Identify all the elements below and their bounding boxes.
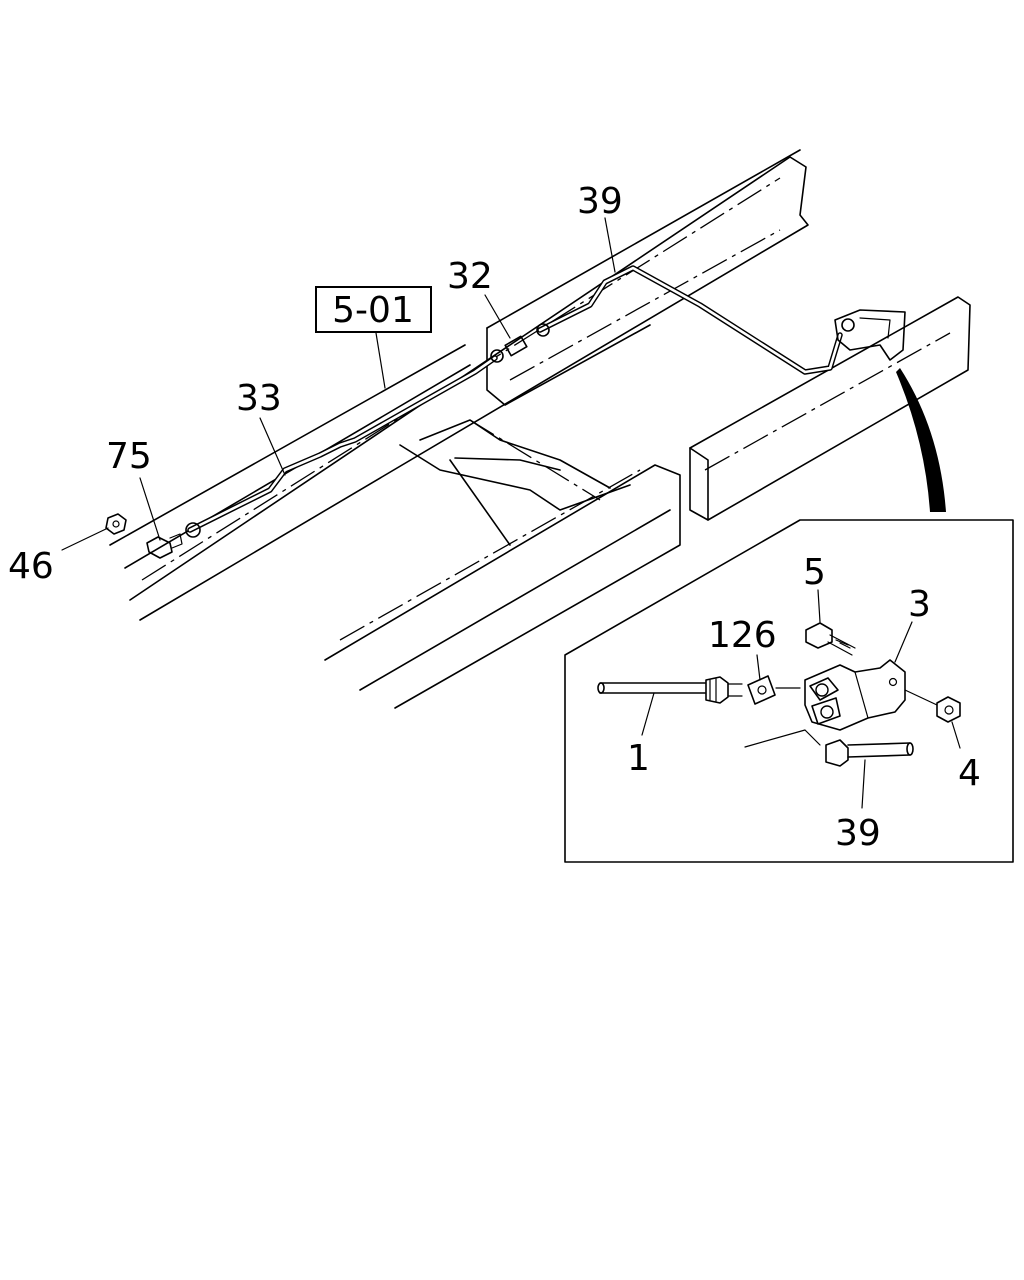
callout-39-detail: 39 — [835, 813, 881, 854]
callout-126: 126 — [708, 615, 777, 656]
brake-pipe-33 — [187, 355, 498, 533]
fitting-nuts — [185, 323, 550, 538]
callout-32: 32 — [447, 256, 493, 297]
bracket-3 — [804, 659, 906, 731]
detail-inset: 5 3 126 1 4 39 — [564, 519, 1014, 863]
reference-box[interactable]: 5-01 — [315, 286, 432, 333]
callout-4: 4 — [958, 753, 981, 794]
clip-126 — [747, 675, 801, 705]
callout-1: 1 — [627, 738, 650, 779]
callout-5: 5 — [803, 552, 826, 593]
chassis-frame — [109, 149, 971, 709]
detail-pointer-arrow — [896, 368, 946, 512]
callout-33: 33 — [236, 378, 282, 419]
brake-pipe-39 — [537, 265, 843, 375]
callout-46: 46 — [8, 546, 54, 587]
pipe-39-end — [825, 739, 914, 767]
pipe-1 — [597, 676, 743, 704]
callout-3: 3 — [908, 584, 931, 625]
pipe-bracket-top — [834, 309, 906, 361]
callout-39-top: 39 — [577, 181, 623, 222]
union-75 — [146, 533, 183, 559]
nut-46 — [105, 513, 127, 535]
reference-box-label: 5-01 — [332, 290, 414, 331]
nut-4 — [936, 696, 961, 723]
callout-75: 75 — [106, 436, 152, 477]
bolt-5 — [805, 622, 856, 656]
